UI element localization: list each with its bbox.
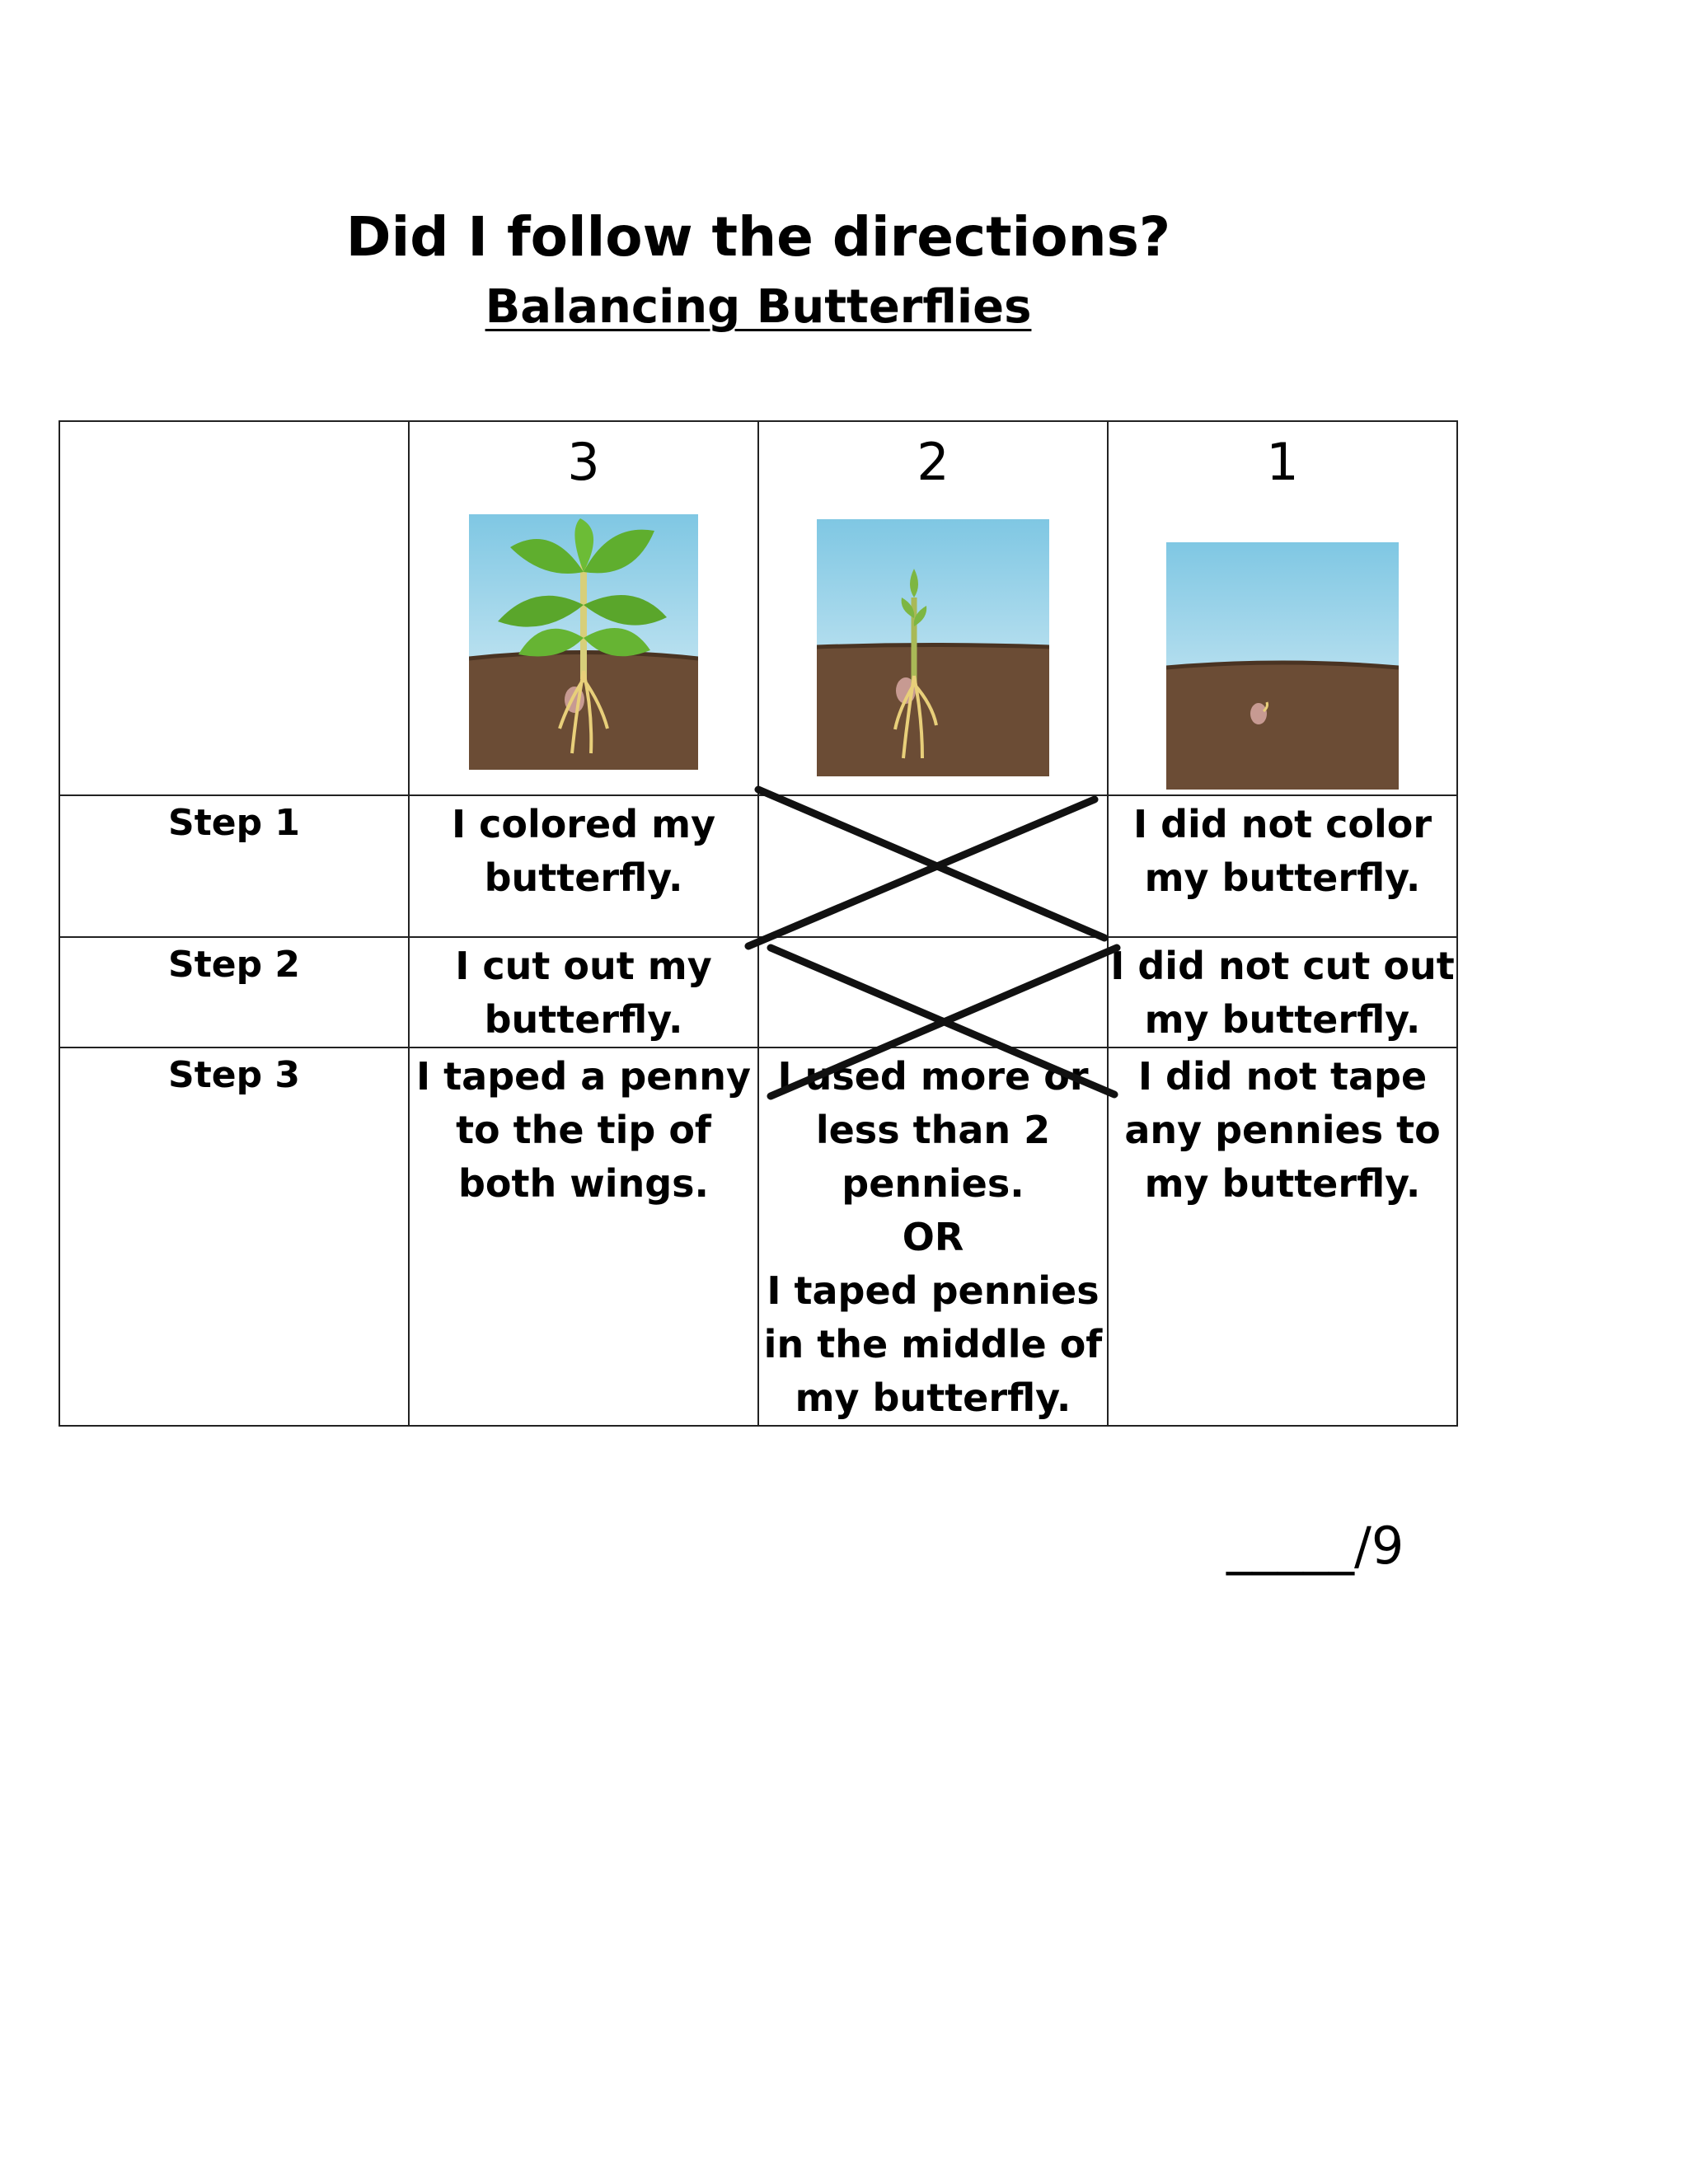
step-3-label: Step 3 — [59, 1047, 410, 1427]
cell-line: butterfly. — [484, 997, 683, 1042]
full-plant-image — [469, 514, 698, 770]
cell-line: in the middle of — [763, 1322, 1103, 1366]
cell-line: I taped a penny — [416, 1054, 751, 1099]
step-2-label: Step 2 — [59, 936, 410, 1048]
score-2-header: 2 — [757, 420, 1109, 796]
rubric-row-step-2: Step 2 I cut out my butterfly. I did not… — [59, 936, 1458, 1048]
sprout-image — [817, 519, 1049, 776]
score-2-label: 2 — [917, 432, 950, 492]
seed-image — [1166, 542, 1399, 790]
cell-line: to the tip of — [456, 1108, 711, 1152]
cell-line: I used more or — [777, 1054, 1089, 1099]
cell-line: I colored my — [451, 802, 716, 846]
cell-line: I cut out my — [455, 944, 712, 988]
page-title: Did I follow the directions? — [345, 205, 1171, 269]
step-3-score-1-cell: I did not tape any pennies to my butterf… — [1107, 1047, 1458, 1427]
step-1-score-2-cell — [757, 794, 1109, 938]
step-1-label: Step 1 — [59, 794, 410, 938]
step-2-score-3-cell: I cut out my butterfly. — [408, 936, 759, 1048]
cell-line: my butterfly. — [795, 1376, 1071, 1420]
rubric-row-step-3: Step 3 I taped a penny to the tip of bot… — [59, 1047, 1458, 1427]
cell-line: OR — [902, 1215, 964, 1259]
step-2-score-1-cell: I did not cut out my butterfly. — [1107, 936, 1458, 1048]
step-3-score-3-cell: I taped a penny to the tip of both wings… — [408, 1047, 759, 1427]
step-2-score-2-cell — [757, 936, 1109, 1048]
cell-line: I did not cut out — [1110, 944, 1455, 988]
cell-line: less than 2 — [815, 1108, 1051, 1152]
total-score-blank: _____/9 — [1226, 1516, 1404, 1576]
score-3-header: 3 — [408, 420, 759, 796]
step-3-score-2-cell: I used more or less than 2 pennies. OR I… — [757, 1047, 1109, 1427]
rubric-row-step-1: Step 1 I colored my butterfly. I did not… — [59, 794, 1458, 938]
step-1-score-3-cell: I colored my butterfly. — [408, 794, 759, 938]
cell-line: both wings. — [457, 1161, 710, 1206]
step-1-score-1-cell: I did not color my butterfly. — [1107, 794, 1458, 938]
cell-line: I did not tape — [1137, 1054, 1428, 1099]
rubric-header-row: 3 — [59, 420, 1458, 796]
cell-line: any pennies to — [1124, 1108, 1441, 1152]
cell-line: pennies. — [842, 1161, 1025, 1206]
cell-line: my butterfly. — [1144, 1161, 1421, 1206]
cell-line: my butterfly. — [1144, 997, 1421, 1042]
page-subtitle: Balancing Butterflies — [485, 280, 1032, 334]
header-empty-cell — [59, 420, 410, 796]
cell-line: my butterfly. — [1144, 855, 1421, 900]
score-1-header: 1 — [1107, 420, 1458, 796]
score-1-label: 1 — [1266, 432, 1299, 492]
rubric-table: 3 — [59, 420, 1458, 1427]
cell-line: I taped pennies — [767, 1268, 1100, 1313]
cell-line: I did not color — [1132, 802, 1432, 846]
score-3-label: 3 — [567, 432, 600, 492]
cell-line: butterfly. — [484, 855, 683, 900]
